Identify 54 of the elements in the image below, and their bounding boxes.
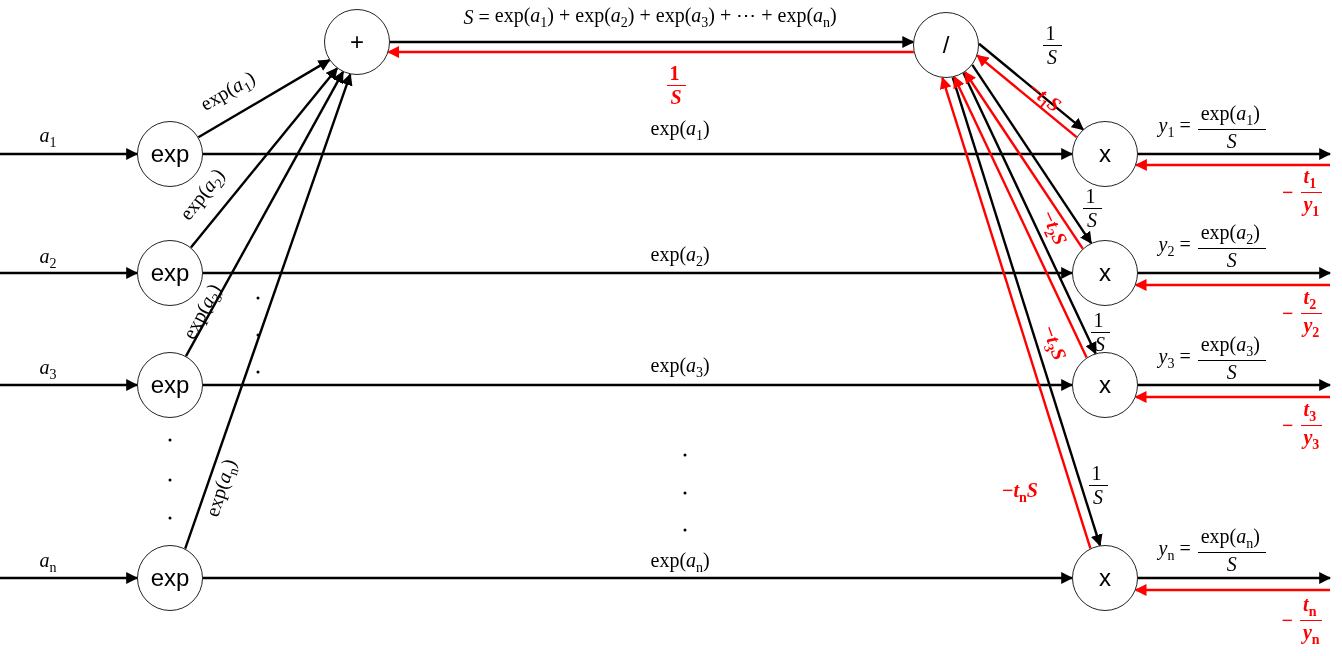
edge-label: 1 S: [1040, 21, 1064, 69]
arrow: [184, 70, 345, 357]
edge-label: a$_{n}$: [39, 548, 57, 576]
edge-label: a$_{2}$: [39, 244, 57, 272]
arrow: [978, 42, 1084, 131]
edge-label: y$_{n}$ = exp(a$_{n}$) S: [1158, 524, 1268, 576]
edge-label: 1 S: [1086, 461, 1110, 509]
edge-label: S = exp(a$_{1}$) + exp(a$_{2}$) + exp(a$_{3}$) + ⋯ + exp(a$_{n}$): [463, 3, 837, 31]
arrow: [1138, 572, 1332, 584]
arrow: [203, 267, 1074, 279]
arrow: [976, 54, 1078, 139]
arrow: [203, 379, 1074, 391]
arrow: [0, 379, 139, 391]
edge-label: exp(a$_{1}$): [650, 116, 710, 144]
division-node: /: [913, 12, 979, 78]
arrow: [1134, 391, 1330, 403]
arrow: [203, 572, 1074, 584]
edge-label: a$_{1}$: [39, 123, 57, 151]
arrow: [387, 46, 914, 58]
multiply-node: x: [1072, 240, 1138, 306]
edge-label: 1 S: [664, 61, 688, 109]
arrow: [1138, 267, 1332, 279]
edge-label: exp(a$_{3}$): [650, 353, 710, 381]
function-node: exp: [137, 545, 203, 611]
arrow: [0, 148, 139, 160]
edge-label: 1 S: [1080, 184, 1104, 232]
arrow: [1134, 159, 1330, 171]
function-node: exp: [137, 121, 203, 187]
function-node: exp: [137, 352, 203, 418]
arrow: [964, 71, 1084, 250]
arrow: [0, 267, 139, 279]
edge-label: exp(a$_{n}$): [650, 548, 710, 576]
edge-label: −t$_{n}$S: [1002, 478, 1038, 506]
arrow: [1138, 148, 1332, 160]
arrow: [184, 73, 353, 550]
arrow: [203, 148, 1074, 160]
edge-label: exp(a$_{2}$): [650, 242, 710, 270]
arrow: [390, 36, 915, 48]
multiply-node: x: [1072, 121, 1138, 187]
arrow: [189, 67, 339, 249]
edge-label: y$_{1}$ = exp(a$_{1}$) S: [1158, 101, 1268, 153]
arrow: [971, 64, 1093, 245]
arrow: [1138, 379, 1332, 391]
edge-label: y$_{3}$ = exp(a$_{3}$) S: [1158, 332, 1268, 384]
multiply-node: x: [1072, 545, 1138, 611]
arrow: [0, 572, 139, 584]
arrow: [1134, 279, 1330, 291]
sum-node: +: [324, 9, 390, 75]
edge-label: a$_{3}$: [39, 355, 57, 383]
arrow: [1134, 584, 1330, 596]
edge-label: y$_{2}$ = exp(a$_{2}$) S: [1158, 220, 1268, 272]
function-node: exp: [137, 240, 203, 306]
arrow: [197, 59, 331, 139]
multiply-node: x: [1072, 352, 1138, 418]
